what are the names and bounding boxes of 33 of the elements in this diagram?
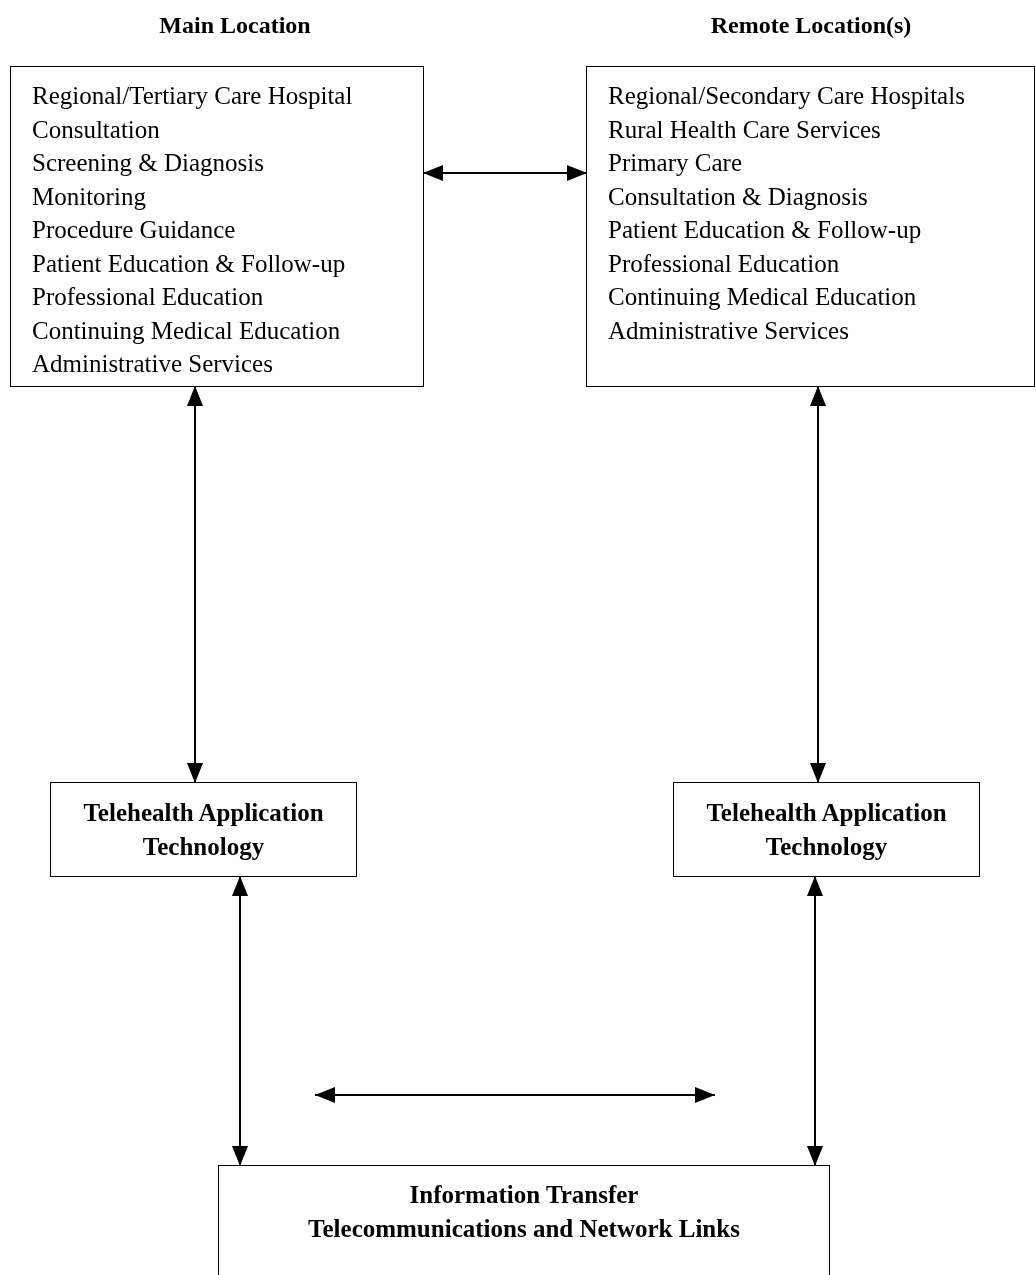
list-item: Professional Education (608, 248, 840, 279)
list-item: Continuing Medical Education (32, 315, 341, 346)
list-box (586, 66, 1035, 387)
list-item: Patient Education & Follow-up (32, 248, 346, 279)
list-item: Regional/Secondary Care Hospitals (608, 81, 965, 111)
list-item: Rural Health Care Services (608, 114, 881, 145)
list-item: Screening & Diagnosis (32, 148, 264, 178)
list-item: Administrative Services (608, 315, 849, 346)
list-item: Monitoring (32, 181, 146, 212)
list-item: Consultation (32, 114, 160, 145)
list-item: Continuing Medical Education (608, 282, 917, 312)
process-box (50, 782, 357, 877)
process-box (218, 1165, 830, 1275)
list-item: Regional/Tertiary Care Hospital (32, 81, 353, 111)
double-arrow (810, 386, 826, 783)
location-heading: Remote Location(s) (710, 12, 912, 39)
double-arrow (807, 876, 823, 1166)
process-box (673, 782, 980, 877)
list-item: Consultation & Diagnosis (608, 181, 868, 212)
double-arrow (423, 165, 587, 181)
list-item: Administrative Services (32, 349, 273, 379)
location-heading: Main Location (159, 12, 311, 39)
list-item: Patient Education & Follow-up (608, 215, 922, 245)
list-item: Procedure Guidance (32, 215, 236, 245)
box-title: Telehealth Application Technology (705, 798, 948, 862)
double-arrow (187, 386, 203, 783)
box-title: Telehealth Application Technology (82, 798, 325, 862)
box-title: Information Transfer (409, 1180, 639, 1210)
double-arrow (232, 876, 248, 1166)
list-item: Primary Care (608, 148, 742, 178)
list-item: Professional Education (32, 282, 264, 312)
list-box (10, 66, 424, 387)
box-title: Telecommunications and Network Links (308, 1213, 740, 1244)
